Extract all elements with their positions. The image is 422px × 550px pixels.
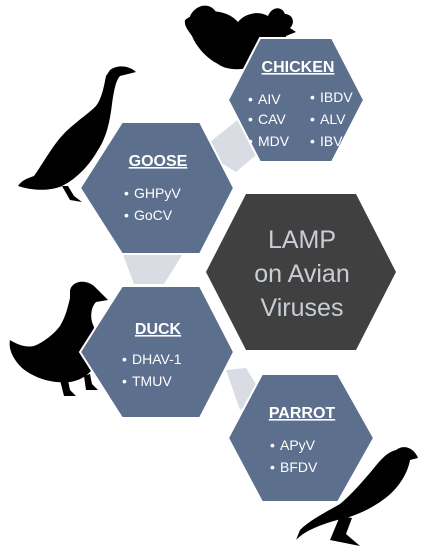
chicken-item: ALV [320, 111, 346, 127]
duck-hexagon [78, 285, 236, 419]
bullet: • [270, 437, 275, 453]
goose-icon [18, 66, 136, 202]
center-line-3: Viruses [261, 294, 344, 322]
parrot-item: BFDV [280, 459, 318, 475]
duck-title: DUCK [135, 321, 182, 338]
goose-item: GHPyV [134, 185, 181, 201]
bullet: • [310, 111, 315, 127]
chicken-item: MDV [258, 133, 290, 149]
bullet: • [310, 133, 315, 149]
bullet: • [124, 207, 129, 223]
parrot-icon [296, 447, 418, 546]
chicken-hexagon [226, 37, 366, 163]
goose-hexagon [78, 121, 236, 255]
bullet: • [270, 459, 275, 475]
chicken-item: AIV [258, 91, 281, 107]
chicken-bullets-right: • • • [310, 89, 315, 149]
bullet: • [122, 373, 127, 389]
center-line-1: LAMP [268, 226, 336, 254]
chicken-item: IBV [320, 133, 343, 149]
goose-item: GoCV [134, 207, 173, 223]
connector-goose-duck [122, 252, 184, 284]
bullet: • [124, 185, 129, 201]
chicken-item: CAV [258, 111, 286, 127]
parrot-hexagon [226, 373, 376, 503]
duck-item: DHAV-1 [132, 351, 182, 367]
bullet: • [248, 111, 253, 127]
parrot-title: PARROT [269, 405, 336, 422]
duck-item: TMUV [132, 373, 172, 389]
center-line-2: on Avian [254, 260, 349, 288]
parrot-item: APyV [280, 437, 316, 453]
bullet: • [122, 351, 127, 367]
bullet: • [310, 89, 315, 105]
bullet: • [248, 91, 253, 107]
chicken-title: CHICKEN [262, 59, 335, 76]
goose-title: GOOSE [129, 153, 188, 170]
bullet: • [248, 133, 253, 149]
center-hexagon [206, 194, 396, 350]
chicken-bullets-left: • • • [248, 91, 253, 149]
rooster-icon [184, 5, 296, 84]
chicken-item: IBDV [320, 89, 353, 105]
